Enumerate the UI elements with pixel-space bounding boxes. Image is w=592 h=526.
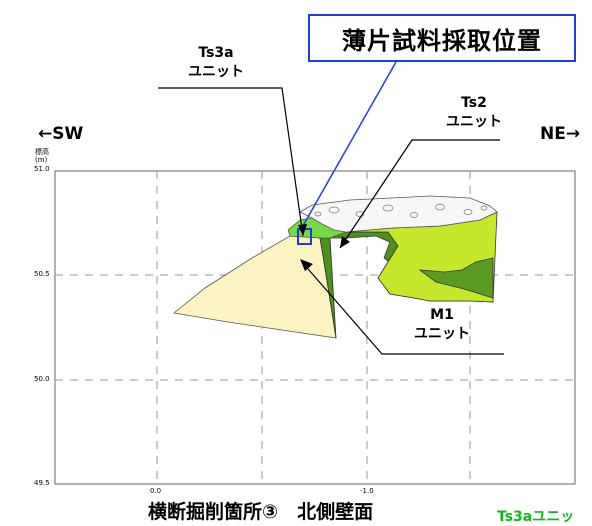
m1-dark-lens (418, 257, 494, 299)
unit-leader-lines (158, 87, 504, 355)
ts2-unit-label: Ts2 ユニット (444, 94, 504, 132)
m1-unit-label: M1 ユニット (412, 306, 472, 344)
section-caption: 横断掘削箇所③ 北側壁面 (148, 501, 374, 523)
ts2-unit-name: Ts2 (461, 95, 487, 111)
ts3a-arrowhead (298, 224, 307, 236)
m1-unit-name: M1 (430, 307, 454, 323)
direction-sw-label: ←SW (38, 124, 84, 144)
direction-ne-label: NE→ (540, 124, 581, 144)
footnote-text: Ts3aユニッ (497, 509, 575, 525)
callout-leader-line (299, 61, 397, 232)
ts2-unit-suffix: ユニット (446, 114, 502, 130)
y-axis-unit: (m) (35, 156, 48, 164)
ts3a-unit-area (173, 235, 337, 339)
y-tick-label: 49.5 (34, 479, 50, 487)
callout-title: 薄片試料採取位置 (342, 26, 542, 55)
m1-arrowhead (300, 259, 313, 271)
y-axis-title-text: 標高 (35, 148, 49, 156)
gravel-top-layer (299, 195, 498, 233)
y-axis-title: 標高 (m) (35, 148, 49, 164)
x-tick-label: 0.0 (150, 487, 162, 495)
y-tick-label: 50.0 (34, 375, 50, 383)
sample-position-callout: 薄片試料採取位置 (308, 14, 576, 62)
m1-unit-suffix: ユニット (414, 326, 470, 342)
ts3a-unit-name: Ts3a (198, 45, 234, 61)
ts3a-unit-label: Ts3a ユニット (186, 44, 246, 82)
gravel-clasts (314, 203, 488, 218)
y-tick-label: 50.5 (34, 270, 50, 278)
plot-frame (54, 170, 576, 485)
x-tick-label: -1.0 (360, 487, 374, 495)
ts3a-unit-suffix: ユニット (188, 64, 244, 80)
ts2-arrowhead (340, 236, 350, 248)
y-tick-label: 51.0 (34, 165, 50, 173)
